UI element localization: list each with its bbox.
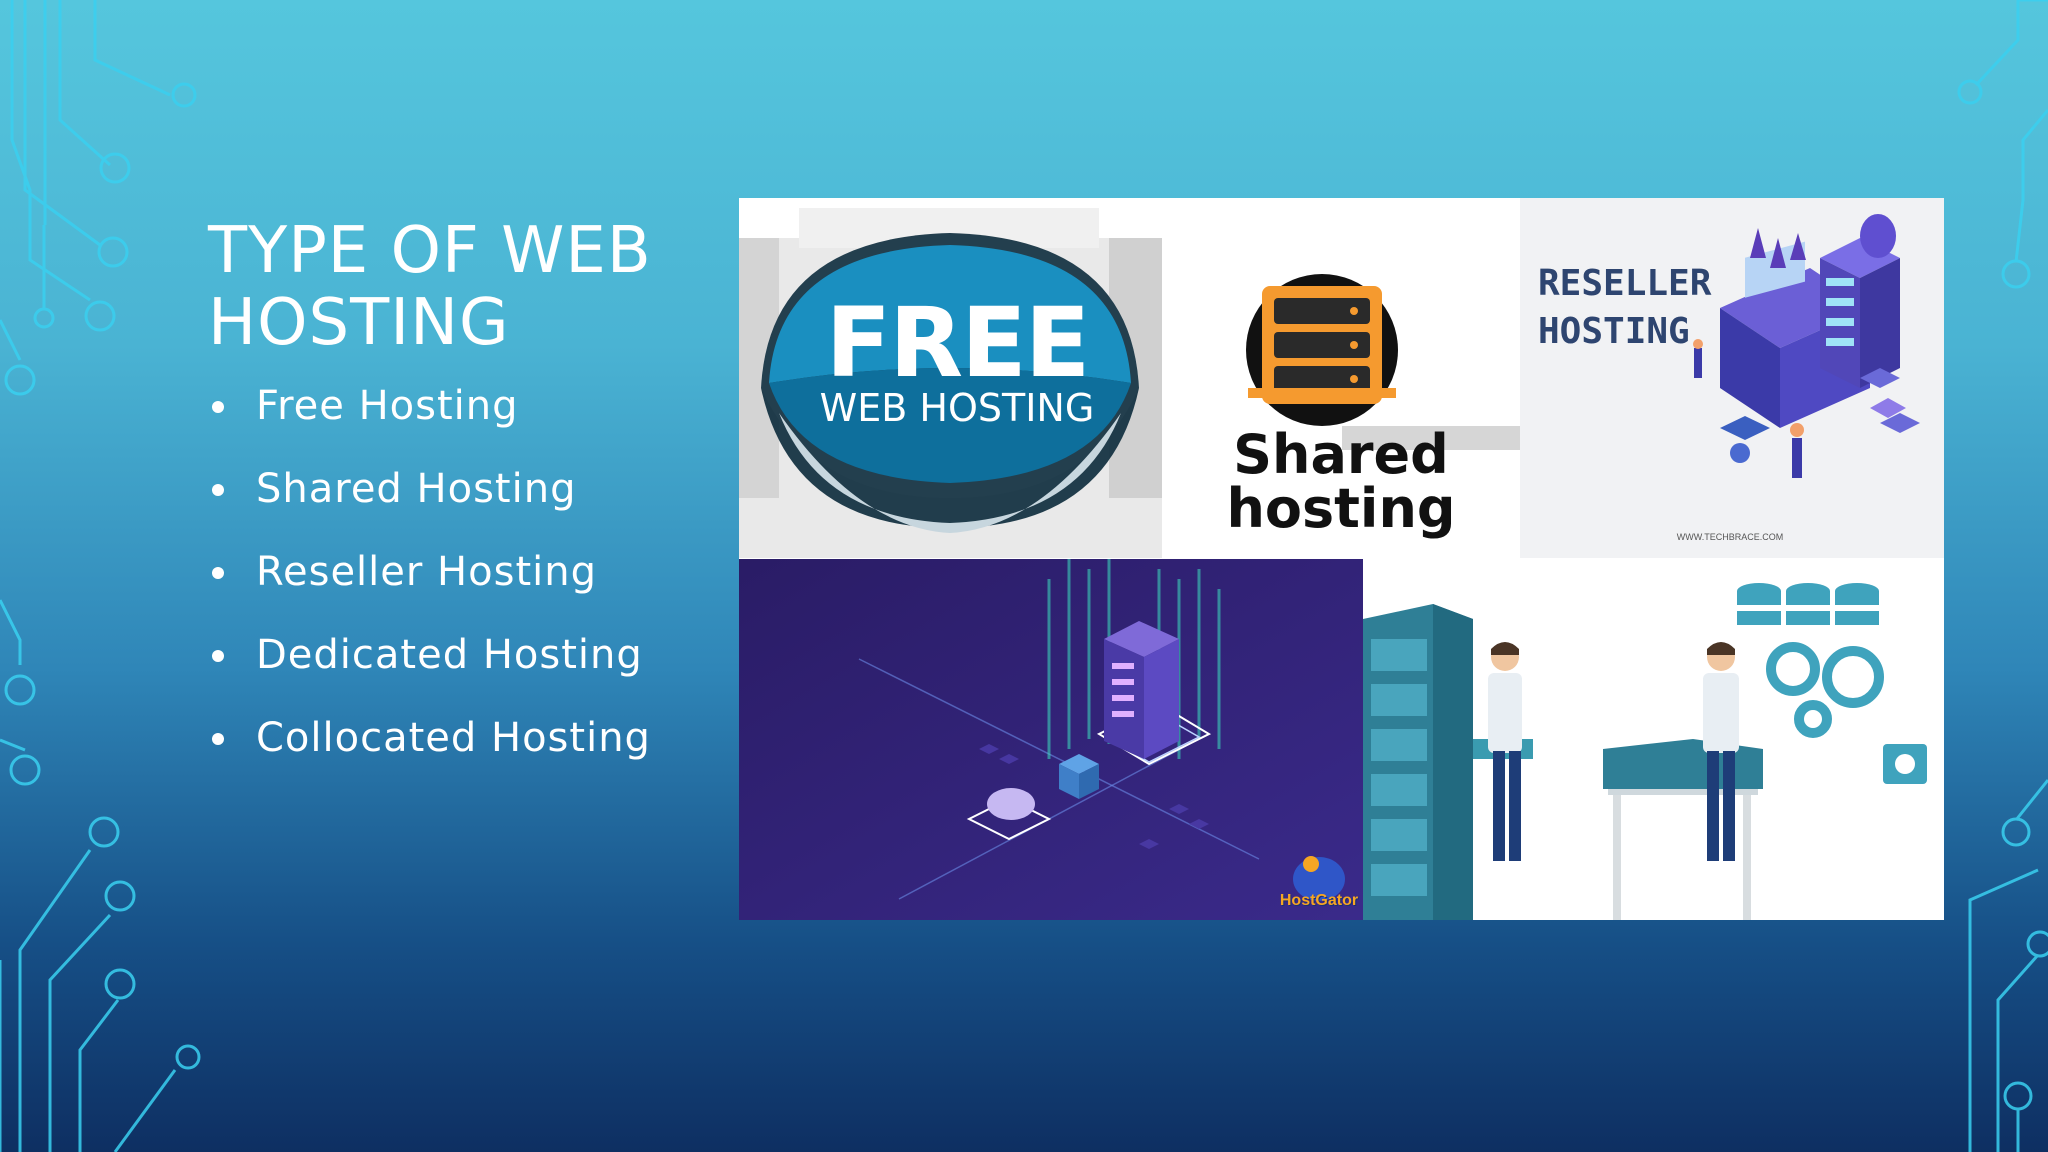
web-hosting-label: WEB HOSTING [819, 386, 1095, 430]
watermark-url: WWW.TECHBRACE.COM [1676, 532, 1784, 542]
shared-hosting-label: Shared hosting [1226, 423, 1456, 540]
isometric-server-graphic [739, 559, 1363, 920]
bullet-icon [212, 733, 224, 745]
isometric-network-graphic [1693, 214, 1920, 478]
free-label: FREE [825, 287, 1091, 399]
hosting-image-collage[interactable]: FREE WEB HOSTING Shared hosting [739, 198, 1944, 920]
bullet-icon [212, 401, 224, 413]
reseller-hosting-image: RESELLER HOSTING WWW.TECHBRACE.COM [1520, 198, 1944, 558]
server-icon [1246, 274, 1520, 450]
bullet-icon [212, 650, 224, 662]
collocated-hosting-image [1363, 559, 1944, 920]
free-hosting-image: FREE WEB HOSTING [739, 198, 1162, 558]
circuit-decoration-right [1957, 0, 2048, 1152]
dedicated-hosting-image: HostGator [739, 559, 1363, 920]
hostgator-logo: HostGator [1279, 892, 1359, 909]
technicians-servers-graphic [1363, 583, 1927, 920]
bullet-icon [212, 484, 224, 496]
shared-hosting-image: Shared hosting [1162, 198, 1520, 558]
slide-title: TYPE OF WEB HOSTING [208, 214, 652, 360]
bullet-icon [212, 567, 224, 579]
reseller-hosting-label: RESELLER HOSTING [1538, 263, 1712, 352]
circuit-decoration-left [0, 0, 201, 1152]
dome-graphic [739, 208, 1162, 558]
